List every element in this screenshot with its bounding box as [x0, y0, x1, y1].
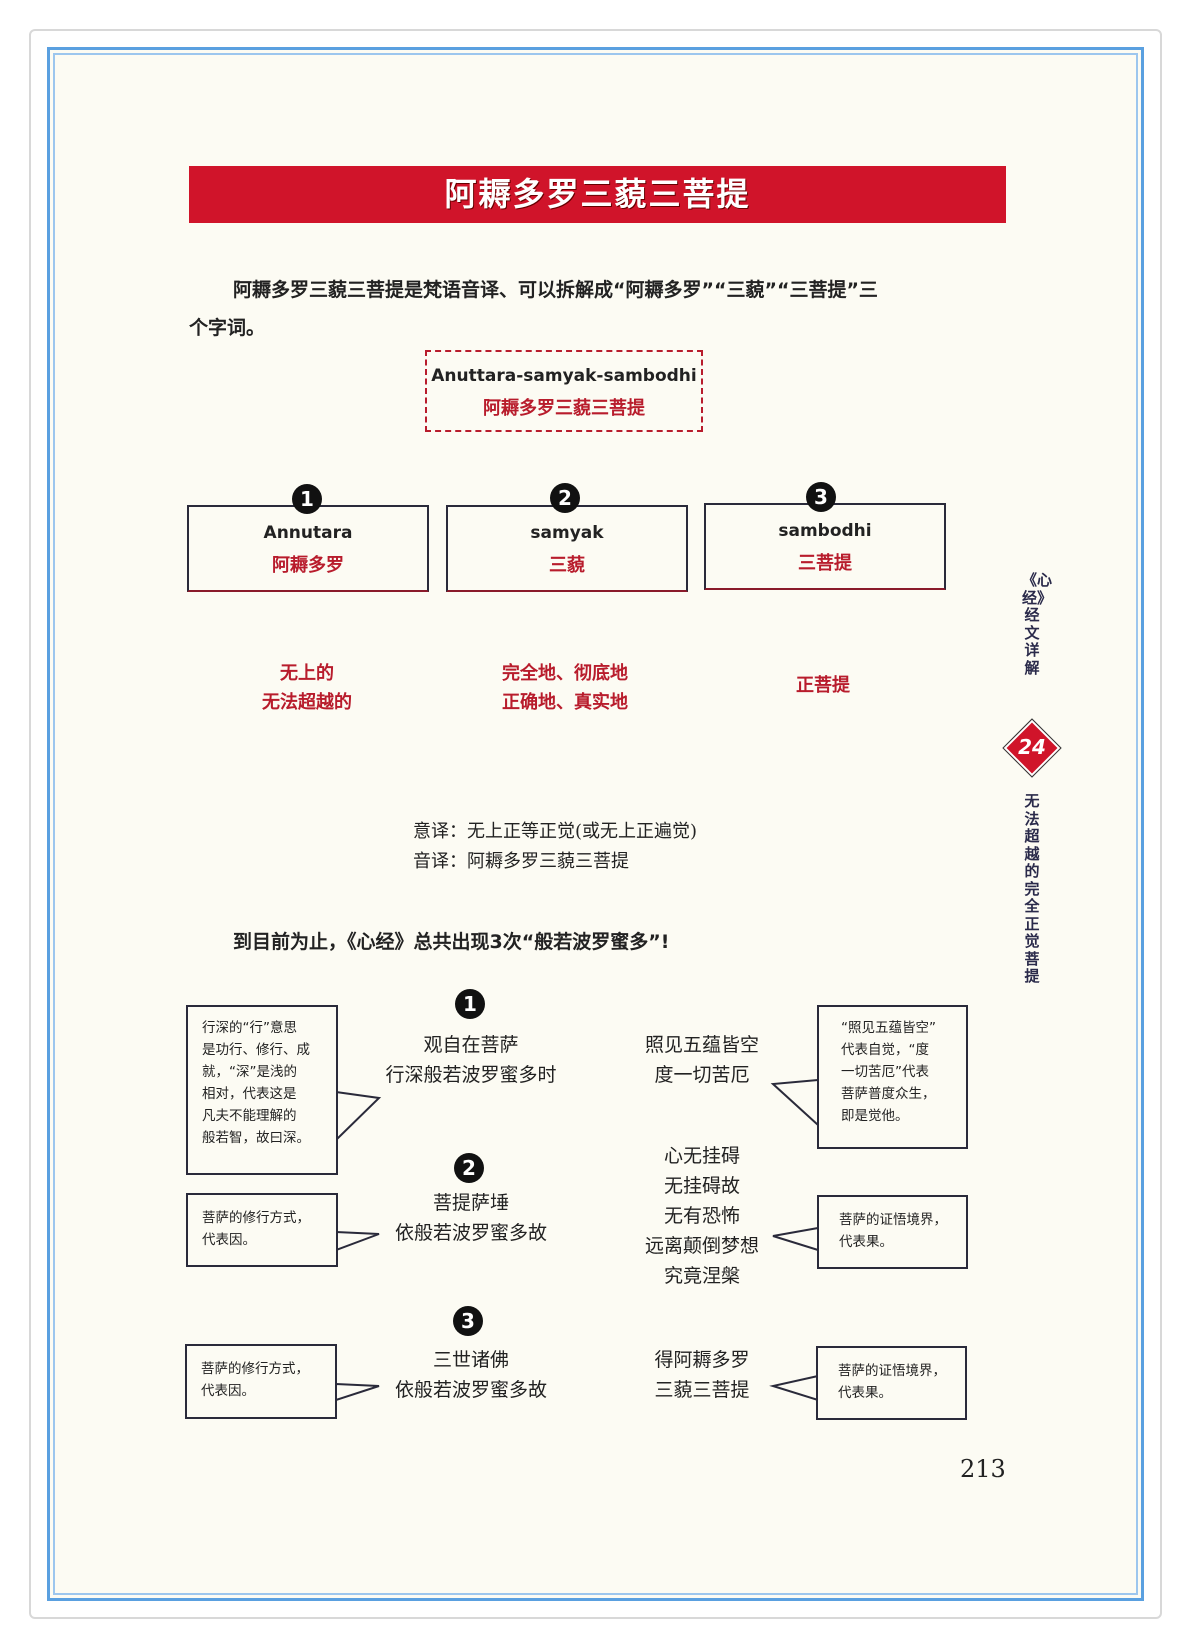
book-page: [47, 47, 1144, 1601]
callout-tail: [335, 1230, 380, 1252]
note-line: 就，“深”是浅的: [202, 1064, 297, 1080]
note-line: 菩萨的修行方式，: [201, 1361, 309, 1377]
callout-tail: [335, 1382, 380, 1402]
note-line: 行深的“行”意思: [202, 1020, 297, 1036]
meaning-line: 无上的: [280, 663, 334, 684]
note-box-left-1: 行深的“行”意思 是功行、修行、成 就，“深”是浅的 相对，代表这是 凡夫不能理…: [186, 1005, 338, 1175]
number-badge-3: 3: [806, 482, 836, 512]
part-chinese: 阿耨多罗: [272, 555, 344, 576]
note-line: 菩萨普度众生，: [841, 1086, 936, 1102]
note-box-left-2: 菩萨的修行方式， 代表因。: [186, 1193, 338, 1267]
meaning-line: 无法超越的: [262, 692, 352, 713]
verse-line: 照见五蕴皆空: [644, 1034, 760, 1056]
translation-block: 意译：无上正等正觉(或无上正遍觉) 音译：阿耨多罗三藐三菩提: [413, 817, 697, 877]
part-meaning-3: 正菩提: [796, 671, 850, 700]
callout-tail: [772, 1226, 819, 1252]
verse-line: 无挂碍故: [663, 1175, 741, 1197]
free-translation: 意译：无上正等正觉(或无上正遍觉): [413, 821, 698, 842]
note-line: 是功行、修行、成: [202, 1042, 310, 1058]
verse-line: 远离颠倒梦想: [644, 1235, 760, 1257]
sidebar-book-title: 《心经》经文详解: [1022, 571, 1053, 677]
phonetic-translation: 音译：阿耨多罗三藐三菩提: [413, 851, 629, 872]
part-sanskrit: sambodhi: [778, 521, 872, 541]
callout-tail: [769, 1374, 819, 1402]
note-box-right-1: “照见五蕴皆空” 代表自觉，“度 一切苦厄”代表 菩萨普度众生， 即是觉他。: [817, 1005, 968, 1149]
part-chinese: 三菩提: [798, 553, 852, 574]
verse-line: 究竟涅槃: [663, 1265, 741, 1287]
note-line: “照见五蕴皆空”: [841, 1020, 936, 1036]
note-line: 代表果。: [838, 1385, 892, 1401]
note-line: 菩萨的证悟境界，: [839, 1212, 947, 1228]
note-line: 代表自觉，“度: [841, 1042, 929, 1058]
part-meaning-2: 完全地、彻底地 正确地、真实地: [502, 659, 628, 717]
meaning-line: 正菩提: [796, 675, 850, 696]
note-line: 菩萨的修行方式，: [202, 1210, 310, 1226]
meaning-line: 正确地、真实地: [502, 692, 628, 713]
note-box-right-3: 菩萨的证悟境界， 代表果。: [816, 1346, 967, 1420]
note-box-left-3: 菩萨的修行方式， 代表因。: [185, 1344, 337, 1419]
verse-line: 观自在菩萨: [423, 1034, 519, 1056]
callout-tail: [335, 1090, 382, 1143]
verse-line: 依般若波罗蜜多故: [394, 1222, 548, 1244]
verse-line: 菩提萨埵: [432, 1192, 510, 1214]
meaning-line: 完全地、彻底地: [502, 663, 628, 684]
effect-verse-1: 照见五蕴皆空 度一切苦厄: [645, 1030, 759, 1090]
summary-line: 到目前为止，《心经》总共出现3次“般若波罗蜜多”!: [233, 931, 670, 953]
part-chinese: 三藐: [549, 555, 585, 576]
part-meaning-1: 无上的 无法超越的: [262, 659, 352, 717]
callout-tail: [770, 1078, 819, 1128]
effect-verse-3: 得阿耨多罗 三藐三菩提: [654, 1345, 749, 1405]
note-box-right-2: 菩萨的证悟境界， 代表果。: [817, 1195, 968, 1269]
occurrence-badge-3: 3: [453, 1306, 483, 1336]
verse-line: 心无挂碍: [663, 1145, 741, 1167]
part-box-1: Annutara 阿耨多罗: [187, 505, 429, 592]
note-line: 菩萨的证悟境界，: [838, 1363, 946, 1379]
note-line: 一切苦厄”代表: [841, 1064, 929, 1080]
note-line: 般若智，故曰深。: [202, 1130, 310, 1146]
cause-verse-3: 三世诸佛 依般若波罗蜜多故: [395, 1345, 547, 1405]
chapter-number: 24: [1018, 735, 1046, 759]
term-chinese: 阿耨多罗三藐三菩提: [483, 398, 645, 419]
term-dashed-box: Anuttara-samyak-sambodhi 阿耨多罗三藐三菩提: [425, 350, 703, 432]
page-number: 213: [960, 1455, 1006, 1483]
verse-line: 得阿耨多罗: [654, 1349, 750, 1371]
term-sanskrit: Anuttara-samyak-sambodhi: [431, 366, 697, 386]
cause-verse-2: 菩提萨埵 依般若波罗蜜多故: [395, 1188, 547, 1248]
number-badge-1: 1: [292, 484, 322, 514]
occurrence-badge-2: 2: [454, 1153, 484, 1183]
sidebar-section-title: 无法超越的完全正觉菩提: [1024, 792, 1040, 985]
note-line: 代表因。: [201, 1383, 255, 1399]
verse-line: 度一切苦厄: [654, 1064, 750, 1086]
part-sanskrit: samyak: [530, 523, 604, 543]
verse-line: 三世诸佛: [432, 1349, 510, 1371]
verse-line: 三藐三菩提: [654, 1379, 750, 1401]
note-line: 代表果。: [839, 1234, 893, 1250]
number-badge-2: 2: [550, 483, 580, 513]
note-line: 代表因。: [202, 1232, 256, 1248]
cause-verse-1: 观自在菩萨 行深般若波罗蜜多时: [385, 1030, 556, 1090]
effect-verse-2: 心无挂碍 无挂碍故 无有恐怖 远离颠倒梦想 究竟涅槃: [645, 1141, 759, 1291]
verse-line: 行深般若波罗蜜多时: [385, 1064, 557, 1086]
note-line: 凡夫不能理解的: [202, 1108, 297, 1124]
intro-line-2: 个字词。: [189, 317, 266, 339]
section-title-banner: 阿耨多罗三藐三菩提: [189, 166, 1006, 223]
verse-line: 无有恐怖: [663, 1205, 741, 1227]
note-line: 相对，代表这是: [202, 1086, 297, 1102]
verse-line: 依般若波罗蜜多故: [394, 1379, 548, 1401]
note-line: 即是觉他。: [841, 1108, 909, 1124]
part-sanskrit: Annutara: [263, 523, 353, 543]
intro-line-1: 阿耨多罗三藐三菩提是梵语音译、可以拆解成“阿耨多罗”“三藐”“三菩提”三: [233, 279, 878, 301]
occurrence-badge-1: 1: [455, 989, 485, 1019]
